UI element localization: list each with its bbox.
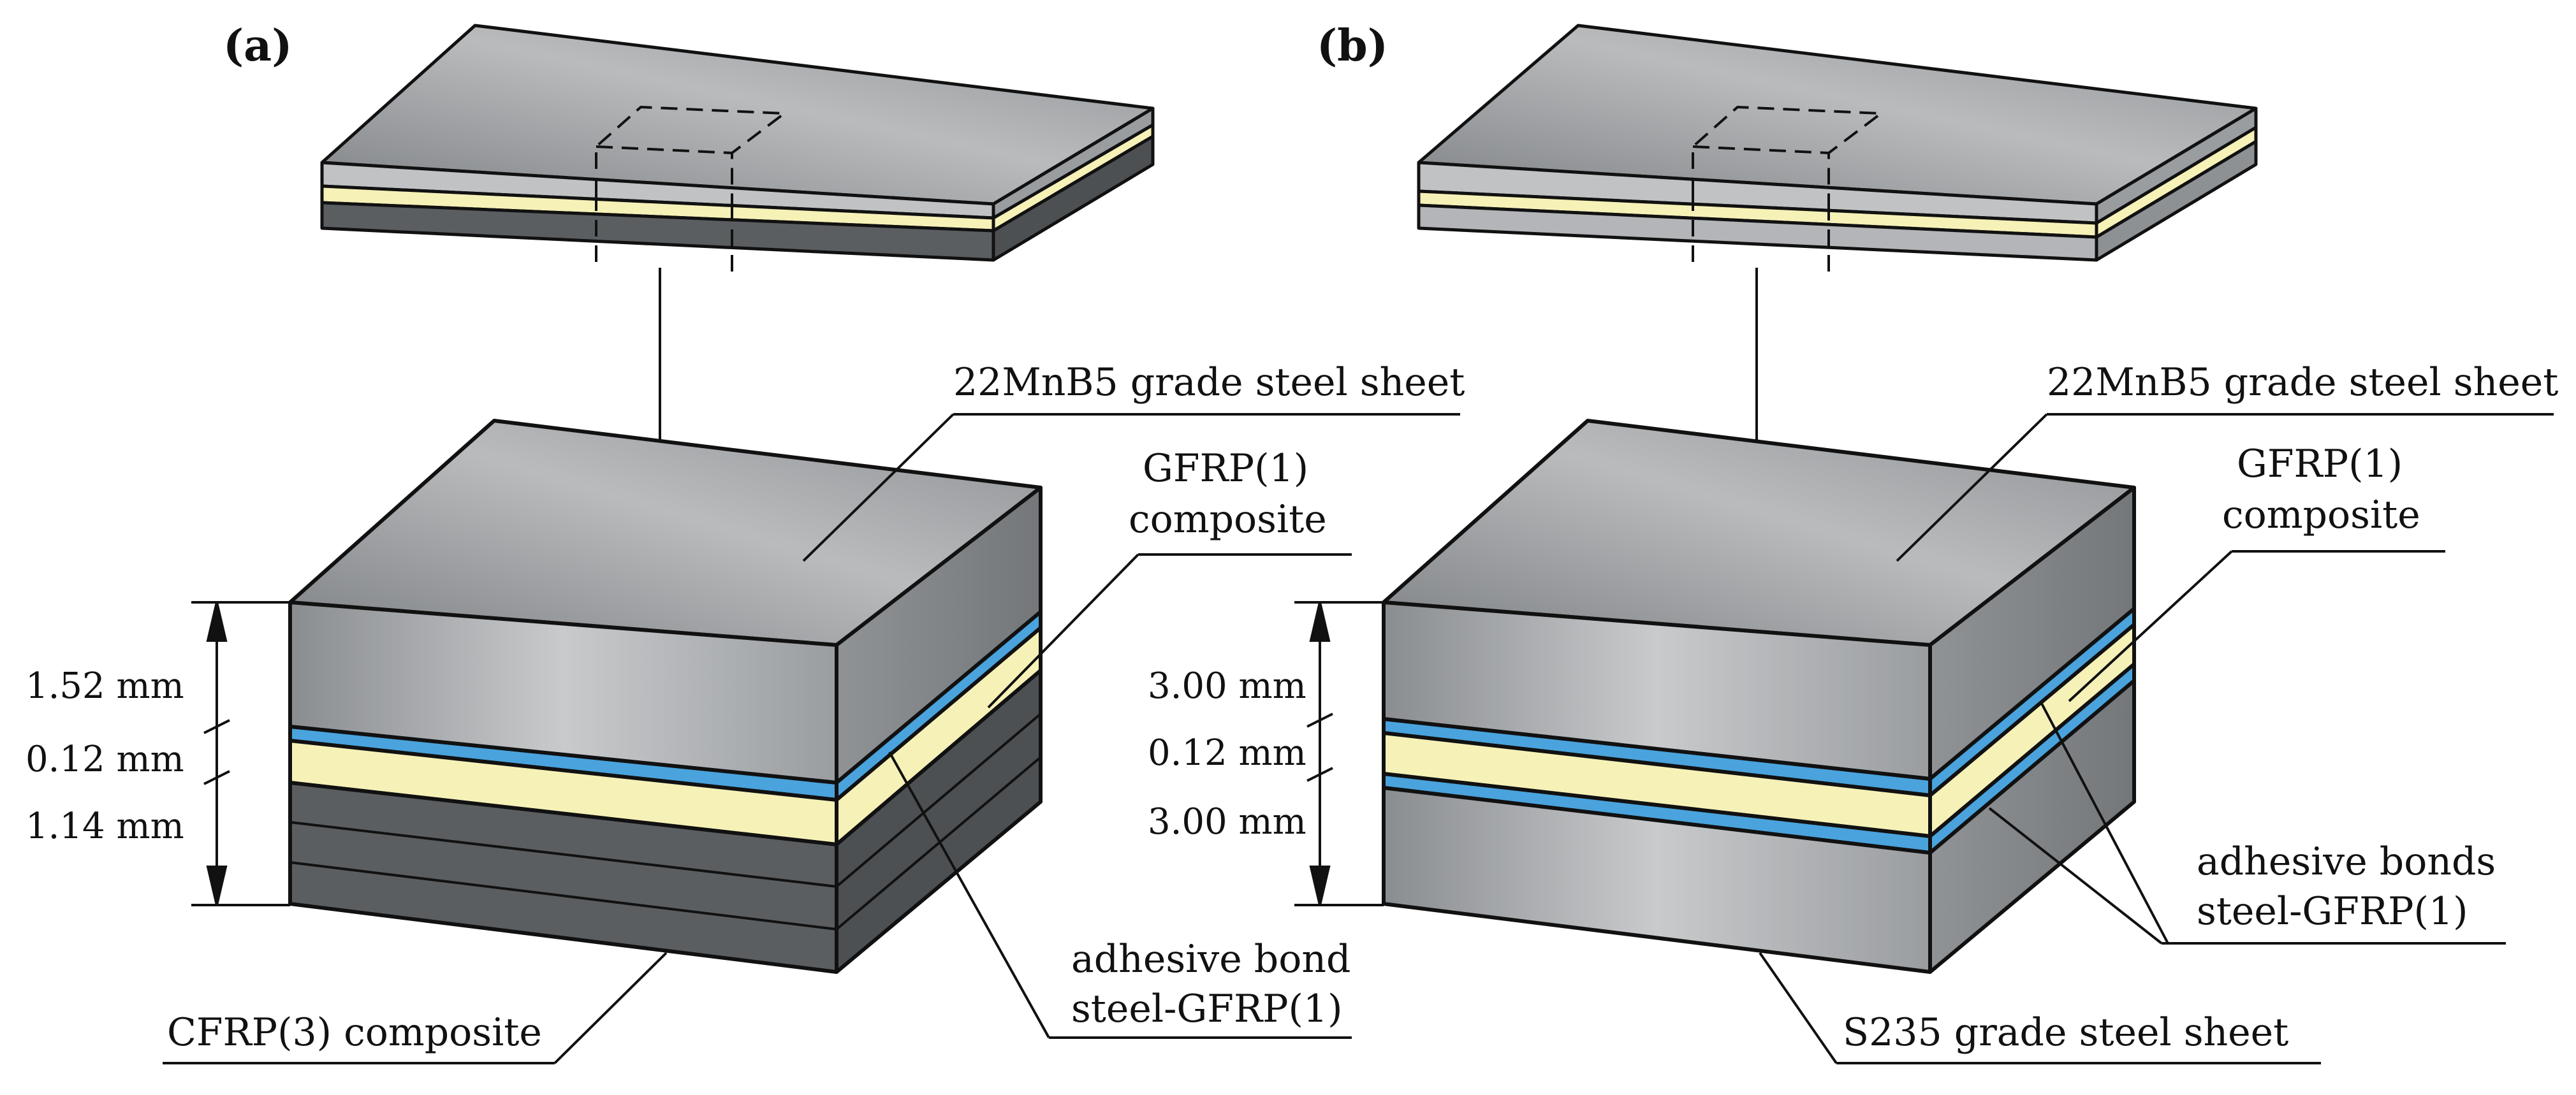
cfrp-ply-line-1 [289,821,837,888]
block-a-cfrp-side [835,669,1043,974]
small-sheet-b-steel2-side [2095,140,2258,262]
panel-b-label: (b) [1317,20,1388,71]
panel-b-small-sheet [1417,24,2258,275]
panel-a-small-sheet [320,24,1155,275]
panel-b-dimensions [1294,601,1384,906]
label-a-bottom: CFRP(3) composite [167,1010,542,1055]
label-b-bond-line2: steel-GFRP(1) [2197,889,2468,934]
label-a-bond-line2: steel-GFRP(1) [1071,987,1342,1031]
dim-a-top: 1.52 mm [26,665,184,707]
label-a-core-line2: composite [1129,497,1327,542]
cfrp-side-ply-1 [835,713,1042,888]
label-b-core-line2: composite [2222,493,2420,537]
panel-a-dimensions [191,601,290,906]
label-a-core-line1: GFRP(1) [1143,446,1308,491]
cfrp-side-ply-2 [835,756,1042,931]
panel-a-block [288,419,1043,974]
dim-a-mid: 0.12 mm [26,739,184,780]
label-b-core-line1: GFRP(1) [2237,442,2403,486]
label-a-bond-line1: adhesive bond [1071,937,1350,982]
label-a-top-sheet: 22MnB5 grade steel sheet [953,360,1465,405]
panel-a-leaders [163,413,1460,1064]
small-sheet-cfrp-side [992,134,1155,262]
block-b-steel2-side [1928,679,2136,974]
cfrp-ply-line-2 [289,861,837,931]
dim-b-mid: 0.12 mm [1148,732,1306,774]
cut-outline [595,106,786,204]
cut-outline-edge [596,145,733,154]
panel-a: (a) [26,20,1465,1064]
dim-b-bottom: 3.00 mm [1148,801,1306,843]
cut-outline-b [1692,106,1882,204]
cut-outline-b-edge [1692,145,1829,154]
dim-b-top: 3.00 mm [1148,665,1306,707]
panel-b-leaders [1759,413,2554,1064]
label-b-bond-line1: adhesive bonds [2197,839,2496,884]
panel-b: (b) [1148,20,2558,1064]
label-b-bottom: S235 grade steel sheet [1843,1010,2288,1055]
dim-a-bottom: 1.14 mm [26,806,184,847]
label-b-top-sheet: 22MnB5 grade steel sheet [2047,360,2558,405]
panel-b-block [1382,419,2136,974]
panel-a-label: (a) [223,20,292,71]
